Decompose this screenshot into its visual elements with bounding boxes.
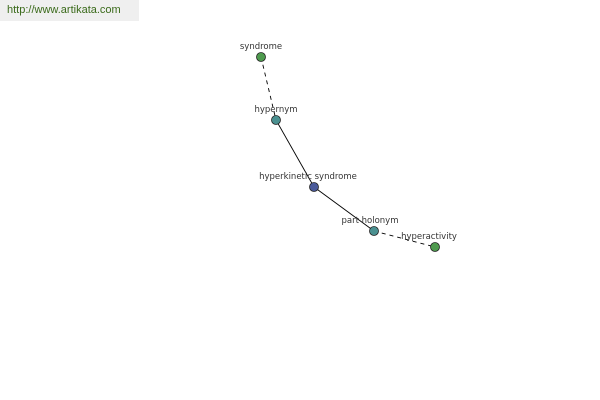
node-label-hypernym[interactable]: hypernym <box>254 105 297 115</box>
node-label-part-holonym[interactable]: part holonym <box>342 216 399 226</box>
graph-labels: syndrome hypernym hyperkinetic syndrome par… <box>240 42 457 242</box>
edge-center-part-holonym <box>313 186 375 232</box>
node-syndrome[interactable] <box>256 52 266 62</box>
graph-edges <box>260 56 436 248</box>
node-hypernym[interactable] <box>271 115 281 125</box>
node-center[interactable] <box>309 182 319 192</box>
edge-syndrome-hypernym <box>260 56 277 121</box>
edge-hypernym-center <box>275 119 315 188</box>
node-label-center[interactable]: hyperkinetic syndrome <box>259 172 357 182</box>
node-label-hyperactivity[interactable]: hyperactivity <box>401 232 457 242</box>
node-hyperactivity[interactable] <box>430 242 440 252</box>
graph-nodes <box>256 52 440 252</box>
node-part-holonym[interactable] <box>369 226 379 236</box>
site-url-watermark[interactable]: http://www.artikata.com <box>0 0 139 21</box>
node-label-syndrome[interactable]: syndrome <box>240 42 282 52</box>
edge-part-holonym-hyperactivity <box>373 230 436 248</box>
